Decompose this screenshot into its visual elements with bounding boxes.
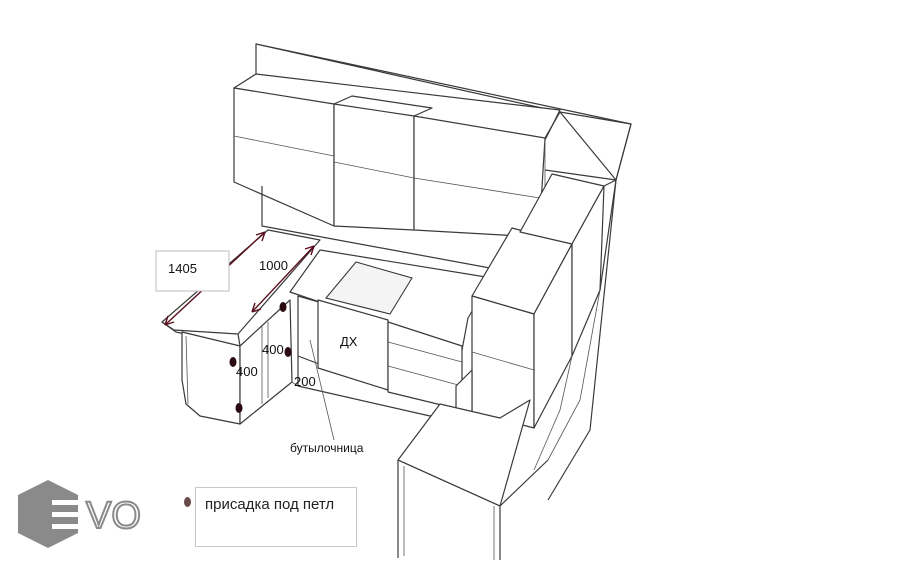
bottle-rack-label: бутылочница [290, 441, 364, 455]
legend-text: присадка под петл [205, 496, 335, 513]
dimension-label-400-right: 400 [262, 342, 284, 357]
dimension-label-200: 200 [294, 374, 316, 389]
legend-box: присадка под петл [195, 487, 357, 547]
dimension-label-400-left: 400 [236, 364, 258, 379]
right-countertop [397, 399, 549, 560]
dimension-1000 [251, 245, 315, 313]
dimension-box [155, 250, 230, 292]
logo-text: VO [86, 495, 141, 537]
hinge-marker-icon [184, 497, 191, 507]
bottle-rack-pointer [309, 339, 335, 441]
hinge-dot [279, 302, 287, 312]
base-run [289, 249, 493, 417]
dimension-label-1000: 1000 [259, 258, 288, 273]
hinge-dot [284, 347, 292, 357]
hexagon-e-icon [18, 480, 84, 548]
hinge-dot [229, 357, 237, 367]
dimension-label-1405: 1405 [168, 261, 197, 276]
upper-cabinets [233, 73, 632, 237]
hob-icon [325, 261, 413, 315]
left-countertop [161, 229, 321, 425]
right-tall-units [455, 173, 617, 501]
evo-logo: VO [18, 480, 142, 548]
hood-label: ДХ [340, 334, 358, 349]
hinge-dot [235, 403, 243, 413]
hinge-dots [229, 302, 292, 413]
